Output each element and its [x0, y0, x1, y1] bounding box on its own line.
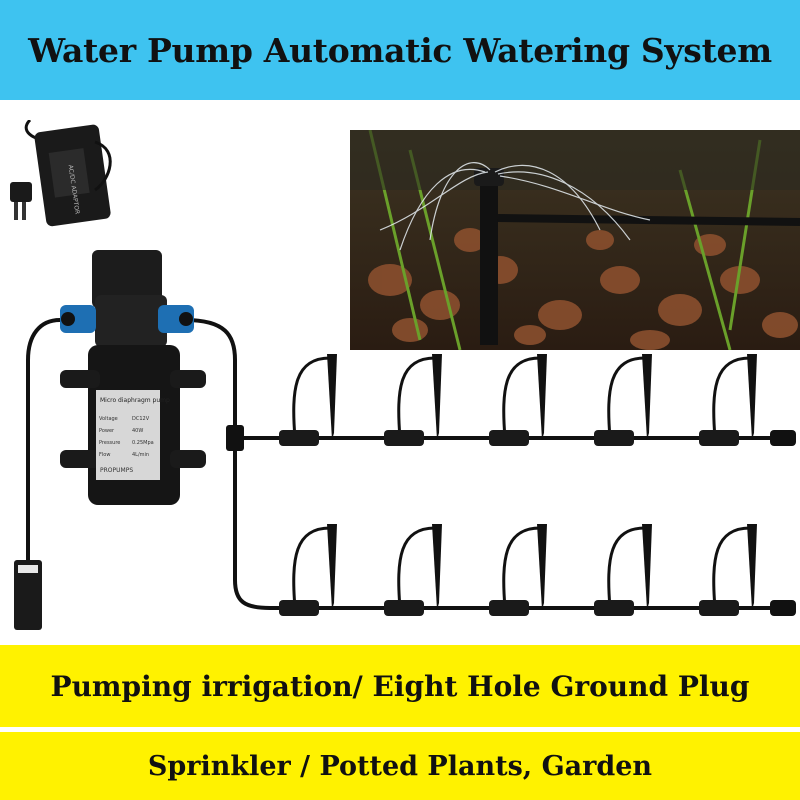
drip-stake — [489, 354, 547, 446]
spec-power-name: Power — [99, 428, 115, 434]
spec-pressure-name: Pressure — [99, 440, 120, 446]
page-title: Water Pump Automatic Watering System — [28, 30, 772, 70]
pump-label-title: Micro diaphragm pump — [100, 397, 170, 404]
spec-power-value: 40W — [132, 428, 143, 434]
pump-brand: PROPUMPS — [100, 467, 133, 474]
sprinkler-photo — [350, 130, 800, 350]
pump: Micro diaphragm pump Voltage DC12V Power… — [14, 250, 237, 630]
spec-pressure-value: 0.25Mpa — [132, 440, 154, 446]
drip-stake — [489, 524, 547, 616]
spec-voltage-value: DC12V — [132, 416, 150, 422]
spec-flow-name: Flow — [99, 452, 110, 458]
drip-stake — [594, 354, 652, 446]
stake-row-2 — [279, 524, 757, 616]
drip-stake — [594, 524, 652, 616]
spec-voltage-name: Voltage — [99, 416, 118, 422]
drip-stake — [279, 524, 337, 616]
feature-banner: Pumping irrigation/ Eight Hole Ground Pl… — [0, 645, 800, 727]
drip-stake — [699, 354, 757, 446]
usage-text: Sprinkler / Potted Plants, Garden — [147, 750, 653, 782]
drip-stake — [384, 354, 442, 446]
product-illustration: AC/DC ADAPTOR Micro diaphragm pump Volta… — [10, 120, 796, 630]
power-adapter: AC/DC ADAPTOR — [10, 120, 112, 227]
usage-banner: Sprinkler / Potted Plants, Garden — [0, 732, 800, 800]
drip-stake — [384, 524, 442, 616]
title-banner: Water Pump Automatic Watering System — [0, 0, 800, 100]
drip-stake — [699, 524, 757, 616]
stake-row-1 — [279, 354, 757, 446]
spec-flow-value: 4L/min — [132, 452, 149, 458]
feature-text: Pumping irrigation/ Eight Hole Ground Pl… — [50, 669, 750, 703]
drip-stake — [279, 354, 337, 446]
